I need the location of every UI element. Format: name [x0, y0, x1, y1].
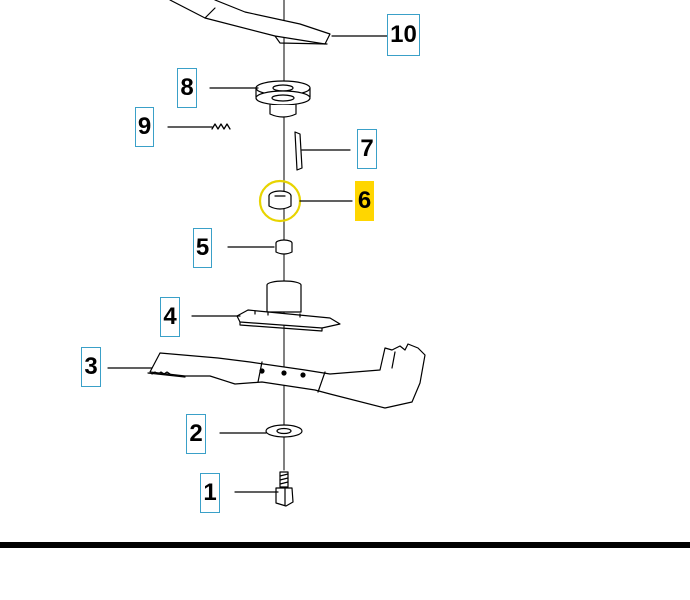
callout-7-label: 7: [360, 135, 374, 162]
callout-5[interactable]: 5: [193, 228, 212, 268]
callout-4[interactable]: 4: [160, 297, 180, 337]
callout-10-label: 10: [390, 21, 417, 48]
callout-4-label: 4: [163, 303, 177, 330]
callout-6[interactable]: 6: [355, 181, 374, 221]
callout-3-label: 3: [84, 353, 98, 380]
callout-2-label: 2: [189, 420, 203, 447]
callout-8-label: 8: [180, 74, 194, 101]
callout-10[interactable]: 10: [387, 14, 420, 56]
callout-3[interactable]: 3: [81, 347, 101, 387]
callout-9-label: 9: [137, 113, 152, 140]
part-3-cutting-blade: [147, 343, 426, 409]
part-8-pulley: [255, 80, 311, 118]
bottom-rule: [0, 542, 690, 548]
callout-1[interactable]: 1: [200, 473, 220, 513]
callout-8[interactable]: 8: [177, 68, 197, 108]
callout-1-label: 1: [203, 479, 217, 506]
part-2-washer: [265, 424, 303, 438]
callout-7[interactable]: 7: [357, 129, 377, 169]
part-6-collar: [258, 179, 302, 223]
part-1-bolt: [275, 471, 294, 507]
callout-2[interactable]: 2: [186, 414, 206, 454]
part-7-key: [294, 131, 303, 171]
callout-9[interactable]: 9: [135, 107, 154, 147]
part-5-spacer: [275, 239, 293, 255]
part-10-mounting-bar: [169, 0, 331, 45]
callout-6-label: 6: [357, 187, 372, 214]
part-9-spring: [211, 123, 231, 130]
callout-5-label: 5: [195, 234, 210, 261]
part-4-blade-hub: [236, 280, 341, 332]
